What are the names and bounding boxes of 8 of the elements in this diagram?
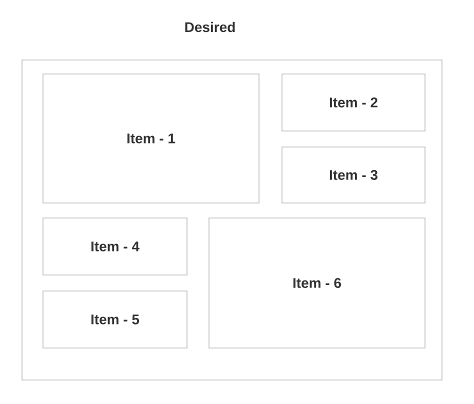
item-box: Item - 3 [282,146,426,204]
item-box: Item - 6 [208,218,426,348]
container-box [22,60,442,380]
item-box: Item - 4 [42,218,188,276]
item-box: Item - 2 [282,74,426,132]
item-box: Item - 1 [42,74,260,204]
item-box: Item - 5 [42,290,188,348]
title: Desired [185,22,235,32]
